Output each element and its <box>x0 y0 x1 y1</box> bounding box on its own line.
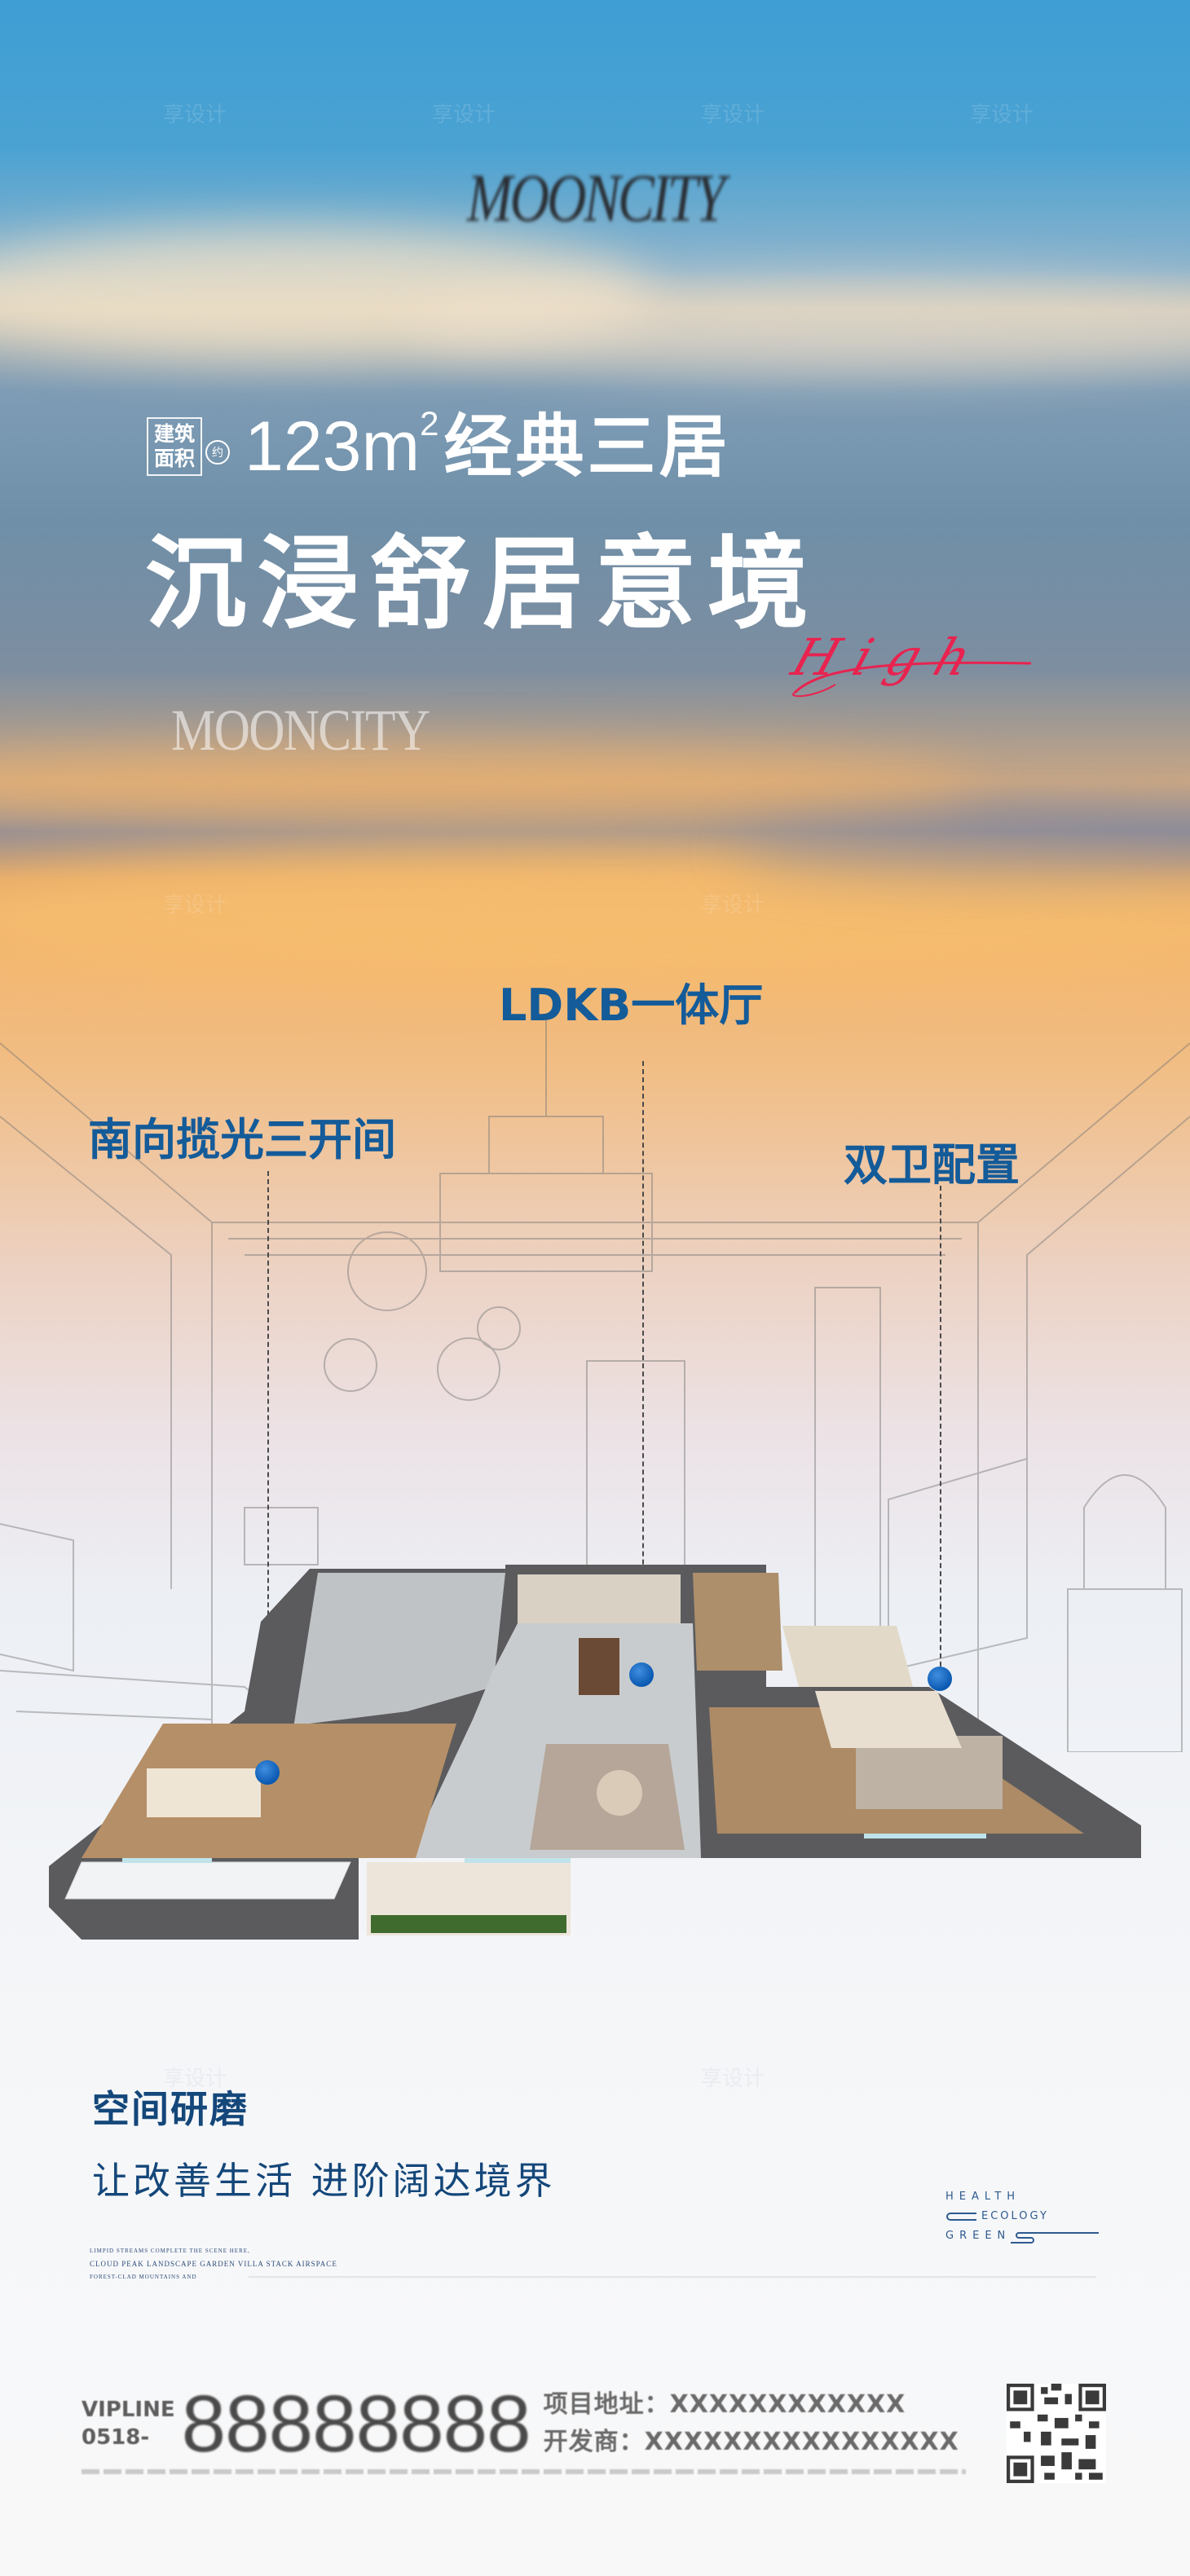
watermark: 享设计 <box>432 103 496 127</box>
area-row: 建筑 面积 约 123m2 经典三居 <box>147 407 731 487</box>
developer-label: 开发商： <box>543 2428 645 2456</box>
location-pin-dual-bath <box>928 1667 952 1691</box>
watermark: 享设计 <box>701 103 765 127</box>
qr-code-icon[interactable] <box>1007 2384 1106 2483</box>
divider <box>249 2276 1096 2278</box>
english-copy: Limpid streams complete the scene here, … <box>90 2248 337 2286</box>
watermark: 享设计 <box>701 893 765 918</box>
location-pin-ldkb <box>629 1662 654 1687</box>
tagline-ecology-row: ECOLOGY <box>945 2207 1100 2226</box>
area-badge-line1: 建筑 <box>153 422 195 446</box>
area-about-circle: 约 <box>205 440 230 465</box>
phone-number[interactable]: 88888888 <box>181 2379 531 2468</box>
watermark: 享设计 <box>163 103 227 127</box>
project-info: 项目地址：XXXXXXXXXXXX 开发商：XXXXXXXXXXXXXXXX <box>544 2386 959 2461</box>
brand-logo: MOONCITY <box>466 161 725 236</box>
tagline-green-row: GREEN <box>945 2226 1100 2246</box>
english-line-3: Forest-clad mountains and <box>90 2274 197 2280</box>
vipline-block: VIPLINE 0518- <box>82 2396 175 2451</box>
script-flourish-icon <box>792 661 1032 698</box>
english-line-2: Cloud peak landscape garden villa stack … <box>90 2260 337 2268</box>
cloud-streak <box>734 815 1190 880</box>
area-unit-sup: 2 <box>420 404 439 443</box>
leader-line-ldkb <box>642 1061 644 1671</box>
address-row: 项目地址：XXXXXXXXXXXX <box>544 2386 959 2424</box>
watermark: 享设计 <box>163 2067 227 2091</box>
tagline-bracket-icon <box>946 2213 976 2221</box>
cloud-streak <box>0 228 652 359</box>
area-badge-line2: 面积 <box>153 447 195 470</box>
address-label: 项目地址： <box>543 2390 670 2419</box>
tagline-block: HEALTH ECOLOGY GREEN <box>945 2187 1100 2246</box>
floorplan-3d-illustration <box>49 1565 1141 1940</box>
feature-label-ldkb: LDKB一体厅 <box>499 980 764 1031</box>
feature-label-dual-bath: 双卫配置 <box>844 1139 1020 1191</box>
script-accent: High <box>785 627 995 687</box>
brand-logo-ghost: MOONCITY <box>171 698 430 763</box>
contact-bar: VIPLINE 0518- 88888888 项目地址：XXXXXXXXXXXX… <box>82 2384 959 2464</box>
watermark: 享设计 <box>163 893 227 918</box>
fine-print <box>82 2469 966 2474</box>
vipline-label: VIPLINE <box>82 2398 175 2422</box>
feature-label-south-light: 南向揽光三开间 <box>88 1114 396 1165</box>
tagline-green: GREEN <box>945 2230 1012 2242</box>
interior-sketch-illustration <box>0 1019 1190 1752</box>
area-title: 经典三居 <box>443 407 731 487</box>
watermark: 享设计 <box>970 103 1034 127</box>
developer-value: XXXXXXXXXXXXXXXX <box>644 2428 959 2456</box>
leader-line-dual-bath <box>940 1186 941 1675</box>
cloud-streak <box>408 277 1190 375</box>
area-value: 123m2 <box>245 407 439 482</box>
slogan-subtitle: 让改善生活 进阶阔达境界 <box>92 2159 556 2203</box>
leader-line-south-light <box>267 1171 269 1770</box>
developer-row: 开发商：XXXXXXXXXXXXXXXX <box>544 2424 959 2461</box>
address-value: XXXXXXXXXXXX <box>669 2390 906 2419</box>
cloud-streak <box>0 750 978 823</box>
tagline-ecology: ECOLOGY <box>981 2210 1049 2222</box>
area-code: 0518- <box>82 2425 150 2450</box>
tagline-wave-icon <box>1011 2232 1100 2244</box>
watermark: 享设计 <box>701 2067 765 2091</box>
slogan-title: 空间研磨 <box>92 2087 249 2131</box>
area-badge: 建筑 面积 <box>147 417 202 476</box>
tagline-health: HEALTH <box>945 2191 1021 2203</box>
area-number: 123m <box>245 407 421 486</box>
location-pin-south-light <box>255 1760 280 1785</box>
english-line-1: Limpid streams complete the scene here, <box>90 2248 250 2254</box>
headline: 沉浸舒居意境 <box>145 526 821 643</box>
